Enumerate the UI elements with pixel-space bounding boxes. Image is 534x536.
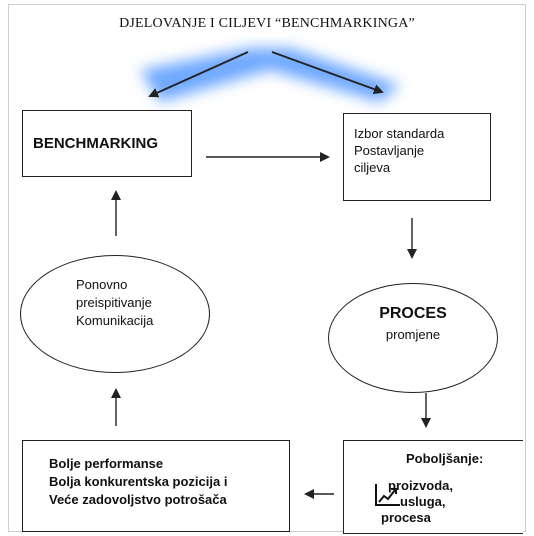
- izbor-box: Izbor standarda Postavljanje ciljeva: [343, 113, 491, 201]
- izbor-line-2: Postavljanje: [354, 143, 425, 158]
- benchmarking-label: BENCHMARKING: [33, 135, 158, 152]
- arrow-title-to-izbor: [271, 51, 384, 94]
- benchmarking-box: BENCHMARKING: [22, 110, 192, 177]
- performanse-box: Bolje performanse Bolja konkurentska poz…: [22, 440, 290, 532]
- poboljsanje-heading: Poboljšanje:: [406, 451, 484, 466]
- preispitivanje-line-3: Komunikacija: [76, 313, 154, 328]
- izbor-line-1: Izbor standarda: [354, 126, 445, 141]
- glow-highlight: [140, 48, 400, 102]
- poboljsanje-item-3: procesa: [381, 510, 431, 525]
- diagram-title: DJELOVANJE I CILJEVI “BENCHMARKINGA”: [119, 16, 415, 31]
- poboljsanje-item-2: usluga,: [400, 494, 446, 509]
- chart-trend-icon: [375, 484, 400, 506]
- proces-ellipse: PROCES promjene: [328, 283, 498, 393]
- poboljsanje-item-1: proizvoda,: [388, 478, 454, 493]
- performanse-line-2: Bolja konkurentska pozicija i: [49, 474, 228, 489]
- preispitivanje-line-2: preispitivanje: [76, 295, 152, 310]
- proces-title: PROCES: [379, 305, 447, 322]
- preispitivanje-line-1: Ponovno: [76, 277, 128, 292]
- performanse-line-1: Bolje performanse: [49, 456, 164, 471]
- proces-subtitle: promjene: [385, 327, 441, 342]
- performanse-line-3: Veće zadovoljstvo potrošača: [49, 492, 227, 507]
- arrow-title-to-benchmarking: [148, 51, 249, 98]
- preispitivanje-ellipse: Ponovno preispitivanje Komunikacija: [20, 255, 210, 373]
- izbor-line-3: ciljeva: [354, 160, 391, 175]
- poboljsanje-box: Poboljšanje: proizvoda, usluga, procesa: [343, 440, 523, 534]
